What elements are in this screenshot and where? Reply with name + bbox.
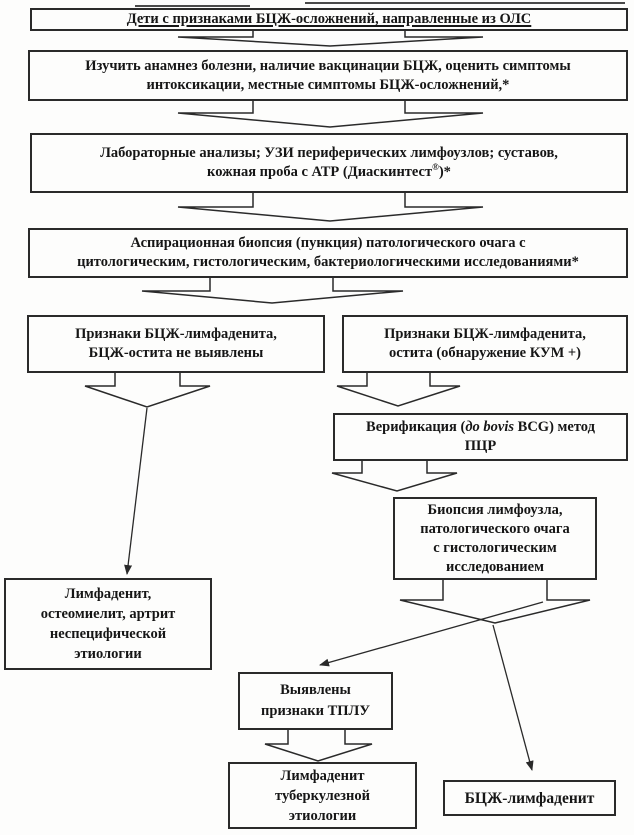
box-signs-kum: Признаки БЦЖ-лимфаденита, остита (обнару… (342, 315, 628, 373)
box-bcg-lymphadenitis: БЦЖ-лимфаденит (443, 780, 616, 816)
box-lab-tests: Лабораторные анализы; УЗИ периферических… (30, 133, 628, 193)
thin-arrow-to-bcg-lymphadenitis (492, 624, 534, 771)
box-referral-text: Дети с признаками БЦЖ-осложнений, направ… (126, 11, 532, 27)
box-node-biopsy-line3: с гистологическим (433, 539, 557, 556)
verification-pre: Верификация ( (366, 419, 466, 435)
box-tb-line1: Лимфаденит (280, 767, 365, 784)
box-verification-pcr: Верификация (до bovis BCG) метод ПЦР (333, 413, 628, 461)
box-nonspecific-etiology: Лимфаденит, остеомиелит, артрит неспециф… (4, 578, 212, 670)
block-arrow-node-biopsy (399, 580, 591, 624)
verification-post: BCG) метод (514, 419, 595, 435)
box-lab-line2: кожная проба с АТР (Диаскинтест®)* (38, 163, 620, 182)
box-node-biopsy-line1: Биопсия лимфоузла, (427, 501, 563, 518)
box-aspiration-biopsy: Аспирационная биопсия (пункция) патологи… (28, 228, 628, 278)
box-tb-line2: туберкулезной (275, 787, 370, 804)
thin-arrow-to-nonspecific (124, 407, 148, 575)
merge-arrow-verification (331, 461, 458, 492)
registered-trademark-symbol: ® (432, 162, 439, 173)
box-aspiration-line2: цитологическим, гистологическим, бактери… (77, 254, 579, 270)
box-tplu-signs: Выявлены признаки ТПЛУ (238, 672, 393, 730)
box-tplu-line2: признаки ТПЛУ (261, 703, 370, 719)
box-verification-line1: Верификация (до bovis BCG) метод (341, 418, 620, 437)
box-tb-line3: этиологии (288, 807, 357, 824)
merge-arrow-lab-biopsy (177, 193, 484, 222)
verification-species-italic: до bovis (465, 419, 515, 435)
box-aspiration-line1: Аспирационная биопсия (пункция) патологи… (130, 235, 526, 251)
box-no-signs: Признаки БЦЖ-лимфаденита, БЦЖ-остита не … (27, 315, 325, 373)
box-node-biopsy: Биопсия лимфоузла, патологического очага… (393, 497, 597, 580)
box-tplu-line1: Выявлены (280, 682, 351, 698)
merge-arrow-anamnesis-lab (177, 101, 484, 128)
box-nonspecific-line4: этиологии (74, 646, 142, 662)
box-signs-kum-line1: Признаки БЦЖ-лимфаденита, (384, 326, 586, 342)
box-anamnesis-line1: Изучить анамнез болезни, наличие вакцина… (85, 57, 571, 74)
merge-arrow-signs-kum (336, 373, 461, 407)
box-nonspecific-line3: неспецифической (49, 626, 167, 642)
merge-arrow-no-signs (84, 373, 211, 408)
scan-artifact-line (305, 2, 625, 4)
box-anamnesis: Изучить анамнез болезни, наличие вакцина… (28, 50, 628, 101)
merge-arrow-biopsy-split (141, 278, 404, 304)
box-nonspecific-line1: Лимфаденит, (64, 586, 152, 602)
box-anamnesis-line2: интоксикации, местные симптомы БЦЖ-ослож… (146, 76, 510, 93)
scan-artifact-line (135, 5, 250, 7)
box-referral: Дети с признаками БЦЖ-осложнений, направ… (30, 8, 628, 31)
box-tb-lymphadenitis: Лимфаденит туберкулезной этиологии (228, 762, 417, 829)
box-verification-line2: ПЦР (464, 438, 497, 454)
box-bcg-text: БЦЖ-лимфаденит (464, 789, 595, 807)
box-nonspecific-line2: остеомиелит, артрит (40, 606, 176, 622)
box-no-signs-line1: Признаки БЦЖ-лимфаденита, (75, 326, 277, 342)
merge-arrow-referral-anamnesis (177, 31, 484, 47)
box-node-biopsy-line2: патологического очага (420, 520, 570, 537)
thin-arrow-to-tplu (319, 601, 544, 667)
box-node-biopsy-line4: исследованием (446, 558, 544, 575)
merge-arrow-tplu (264, 730, 373, 762)
box-lab-line2-pre: кожная проба с АТР (Диаскинтест (207, 164, 433, 180)
box-lab-line2-post: )* (438, 164, 451, 180)
box-lab-line1: Лабораторные анализы; УЗИ периферических… (100, 145, 558, 161)
box-no-signs-line2: БЦЖ-остита не выявлены (88, 345, 264, 361)
box-signs-kum-line2: остита (обнаружение КУМ +) (389, 345, 581, 361)
